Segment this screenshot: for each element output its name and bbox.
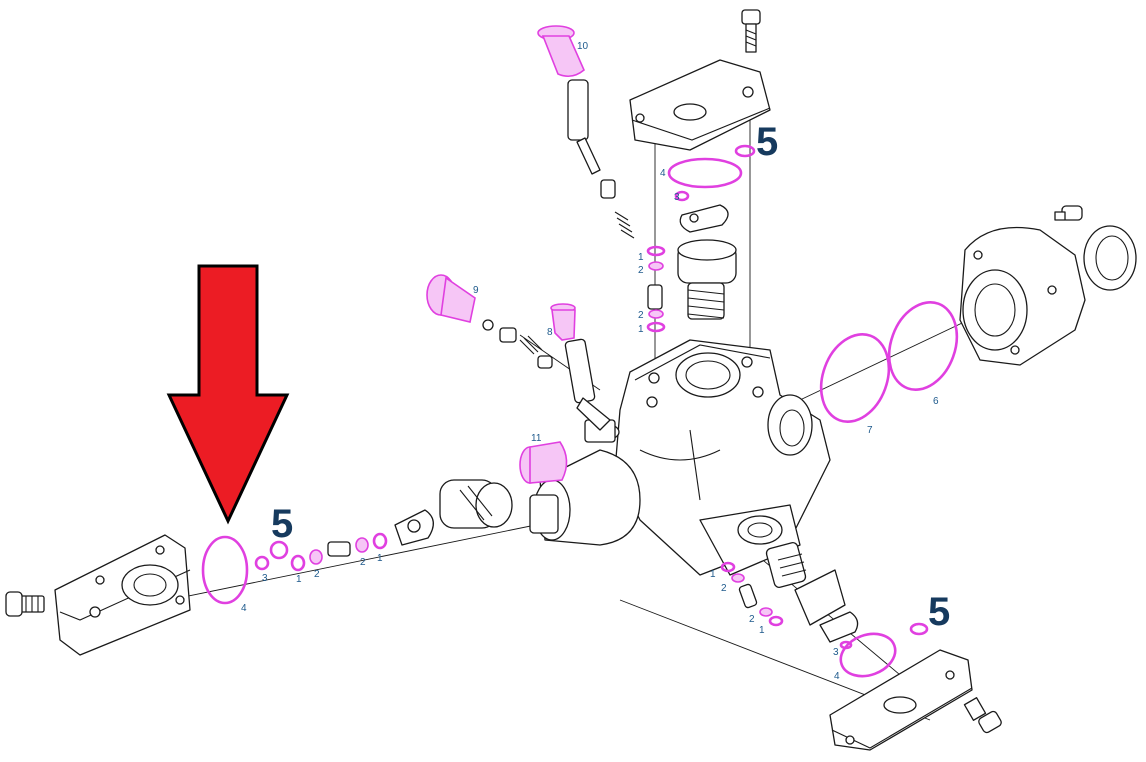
label-3-bottom: 3	[833, 647, 839, 658]
label-3-left: 3	[262, 573, 268, 584]
top-components	[567, 9, 771, 320]
callout-5-left: 5	[271, 502, 293, 546]
o-ring-6	[887, 301, 959, 391]
label-2-bottom-b: 2	[749, 614, 755, 625]
drive-flange	[959, 205, 1137, 366]
label-3-top: 3	[674, 192, 680, 203]
o-ring-top-4	[667, 157, 743, 189]
seal-kit	[201, 25, 959, 678]
label-2-left-b: 2	[360, 557, 366, 568]
o-ring-bottom-4	[839, 632, 897, 678]
label-2-bottom-a: 2	[721, 583, 727, 594]
upper-left-components	[482, 319, 611, 431]
sleeve-9	[426, 274, 476, 323]
label-8: 8	[547, 327, 553, 338]
label-4-left: 4	[241, 603, 247, 614]
label-9: 9	[473, 285, 479, 296]
sleeve-8	[550, 303, 576, 341]
seal-5-bottom	[909, 622, 929, 636]
red-arrow	[166, 264, 290, 525]
part-labels: 10 4 3 1 2 2 1 9 8 11 6 7 3 4 1 2 2 1 1 …	[241, 41, 939, 682]
left-components	[5, 479, 513, 656]
bottom-right-components	[738, 542, 1002, 751]
label-1-left-a: 1	[296, 574, 302, 585]
label-10: 10	[577, 41, 589, 52]
label-1-top-a: 1	[638, 252, 644, 263]
label-2-left-a: 2	[314, 569, 320, 580]
label-1-left-b: 1	[377, 553, 383, 564]
seal-5-top	[734, 144, 756, 158]
label-11: 11	[531, 433, 542, 444]
callout-numbers: 5 5 5	[271, 120, 950, 634]
label-2-top-a: 2	[638, 265, 644, 276]
seal-5-left	[269, 540, 289, 560]
label-1-top-b: 1	[638, 324, 644, 335]
o-ring-left-4	[201, 535, 249, 605]
label-1-bottom-a: 1	[710, 569, 716, 580]
sleeve-11	[519, 441, 568, 484]
label-1-bottom-b: 1	[759, 625, 765, 636]
label-6: 6	[933, 396, 939, 407]
label-4-bottom: 4	[834, 671, 840, 682]
label-7: 7	[867, 425, 873, 436]
callout-5-top: 5	[756, 120, 778, 164]
label-2-top-b: 2	[638, 310, 644, 321]
label-4-top: 4	[660, 168, 666, 179]
pump-housing	[614, 339, 831, 576]
callout-5-bottom: 5	[928, 590, 950, 634]
sleeve-10	[537, 25, 585, 78]
o-ring-7	[819, 333, 891, 423]
